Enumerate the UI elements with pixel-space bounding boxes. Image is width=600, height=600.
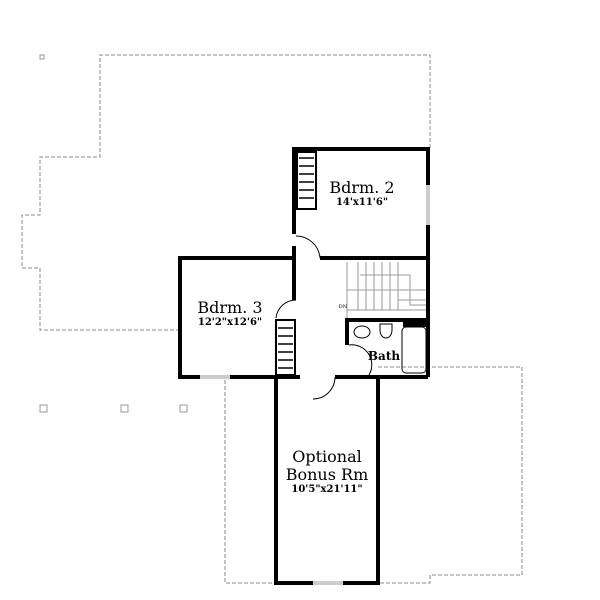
bath-fixtures: [353, 321, 427, 374]
bdrm3-size: 12'2"x12'6": [198, 317, 262, 328]
bdrm2-size: 14'x11'6": [336, 197, 388, 208]
staircase: DN: [339, 262, 428, 320]
bonus-size: 10'5"x21'11": [291, 484, 362, 495]
bdrm3-name: Bdrm. 3: [197, 298, 262, 317]
bdrm2-name: Bdrm. 2: [329, 178, 394, 197]
closet-bdrm2: [296, 151, 317, 210]
walls: [178, 147, 430, 585]
stairs-down-label: DN: [339, 304, 348, 310]
doors: [275, 235, 373, 400]
roof-outline: [21, 54, 523, 584]
bonus-name-line2: Bonus Rm: [286, 465, 369, 484]
bonus-name-line1: Optional: [292, 447, 362, 466]
bath-name: Bath: [368, 349, 400, 363]
closet-bdrm3: [275, 319, 296, 376]
